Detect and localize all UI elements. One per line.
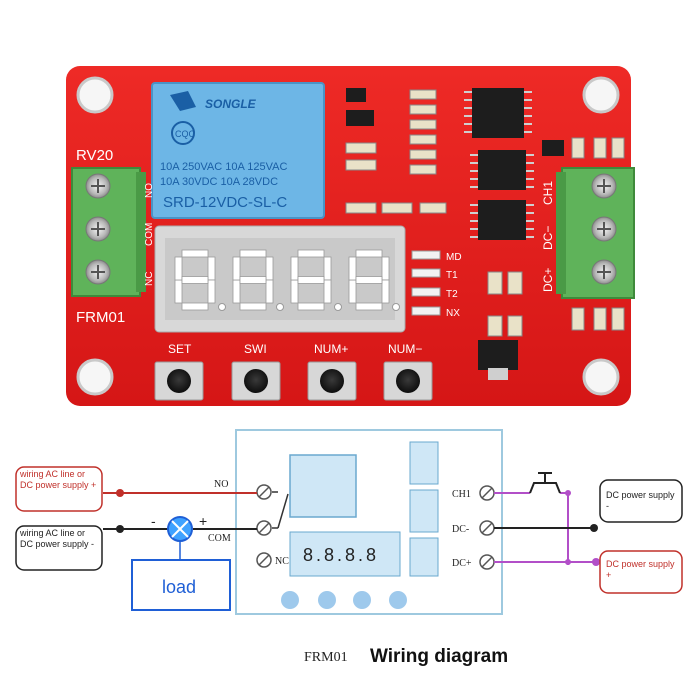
silkscreen-t1: T1: [446, 270, 458, 281]
smd-components: [345, 89, 625, 337]
led-digit: [232, 249, 284, 311]
silkscreen-ch1: CH1: [541, 181, 555, 205]
wire-node-icon: [116, 489, 124, 497]
led-digit: [174, 249, 226, 311]
relay-cert: CQC: [175, 129, 196, 139]
wire-node-icon: [590, 524, 598, 532]
diagram-button-icon: [281, 591, 299, 609]
load-plus-sign: +: [199, 513, 207, 529]
led-digit: [290, 249, 342, 311]
relay-rating-2: 10A 30VDC 10A 28VDC: [160, 176, 278, 188]
ic-chips: [346, 88, 564, 380]
button-set-label: SET: [168, 342, 192, 356]
relay-brand: SONGLE: [205, 97, 257, 111]
terminal-dc-minus-label: DC-: [452, 524, 469, 535]
terminal-block-right: [556, 167, 635, 299]
diagram-button-icon: [389, 591, 407, 609]
left-label-top-text: wiring AC line or DC power supply +: [20, 469, 97, 490]
left-label-bottom-text: wiring AC line or DC power supply -: [20, 528, 95, 549]
button-swi[interactable]: SWI: [231, 342, 281, 401]
terminal-com-label: COM: [208, 533, 231, 544]
caption-model: FRM01: [304, 650, 348, 665]
load-minus-sign: -: [151, 513, 156, 529]
wire-node-icon: [116, 525, 124, 533]
silkscreen-rv: RV20: [76, 147, 113, 164]
terminal-ch1-label: CH1: [452, 489, 471, 500]
load-label-box: [131, 559, 231, 611]
diagram-pad-3: [409, 537, 439, 577]
diagram-display-digits: 8.8.8.8: [303, 545, 379, 565]
diagram-display: [289, 531, 401, 577]
wire-node-icon: [592, 558, 600, 566]
diagram-button-icon: [353, 591, 371, 609]
silkscreen-no: NO: [144, 183, 155, 198]
left-terminals: [256, 484, 289, 568]
button-set[interactable]: SET: [154, 342, 204, 401]
diagram-button-icon: [318, 591, 336, 609]
wiring-diagram: 8.8.8.8 NO COM NC CH1 DC-: [15, 429, 683, 615]
diagram-pad-2: [409, 489, 439, 533]
silkscreen-nc: NC: [144, 272, 155, 286]
silkscreen-com: COM: [144, 223, 155, 246]
terminal-no-label: NO: [214, 479, 228, 490]
silkscreen-dc-minus: DC−: [541, 226, 555, 250]
right-label-bottom: DC power supply +: [599, 550, 683, 594]
left-label-top: wiring AC line or DC power supply +: [15, 466, 103, 512]
silkscreen-nx: NX: [446, 308, 460, 319]
silkscreen-t2: T2: [446, 289, 458, 300]
terminal-dc-plus-label: DC+: [452, 558, 472, 569]
caption-title: Wiring diagram: [370, 646, 508, 667]
relay-rating-1: 10A 250VAC 10A 125VAC: [160, 161, 287, 173]
button-num-minus-label: NUM−: [388, 342, 422, 356]
silkscreen-model: FRM01: [76, 309, 125, 326]
diagram-pad-1: [409, 441, 439, 485]
diagram-relay: [289, 454, 357, 518]
terminal-nc-label: NC: [275, 556, 289, 567]
button-num-plus-label: NUM+: [314, 342, 348, 356]
button-swi-label: SWI: [244, 342, 267, 356]
led-digits: [174, 249, 400, 311]
led-digit: [348, 249, 400, 311]
right-label-top: DC power supply -: [599, 479, 683, 523]
relay: SONGLE CQC 10A 250VAC 10A 125VAC 10A 30V…: [151, 82, 325, 219]
pcb-board: SONGLE CQC 10A 250VAC 10A 125VAC 10A 30V…: [66, 66, 635, 406]
terminal-block-left: [71, 167, 146, 297]
load-lamp-icon: [167, 516, 193, 542]
status-leds: [411, 250, 441, 316]
diagram-board-outline: [235, 429, 503, 615]
push-switch-icon: [529, 472, 561, 494]
right-label-bottom-text: DC power supply +: [606, 559, 675, 580]
silkscreen-dc-plus: DC+: [541, 268, 555, 292]
right-label-top-text: DC power supply -: [606, 490, 675, 511]
silkscreen-md: MD: [446, 252, 462, 263]
mounting-hole-icon: [76, 76, 620, 396]
led-display: [154, 225, 406, 333]
load-label: load: [162, 577, 196, 597]
relay-model: SRD-12VDC-SL-C: [163, 194, 287, 211]
wire-node-icon: [565, 559, 571, 565]
button-num-plus[interactable]: NUM+: [307, 342, 357, 401]
button-num-minus[interactable]: NUM−: [383, 342, 433, 401]
left-label-bottom: wiring AC line or DC power supply -: [15, 525, 103, 571]
right-terminals: [479, 485, 495, 570]
wire-node-icon: [565, 490, 571, 496]
